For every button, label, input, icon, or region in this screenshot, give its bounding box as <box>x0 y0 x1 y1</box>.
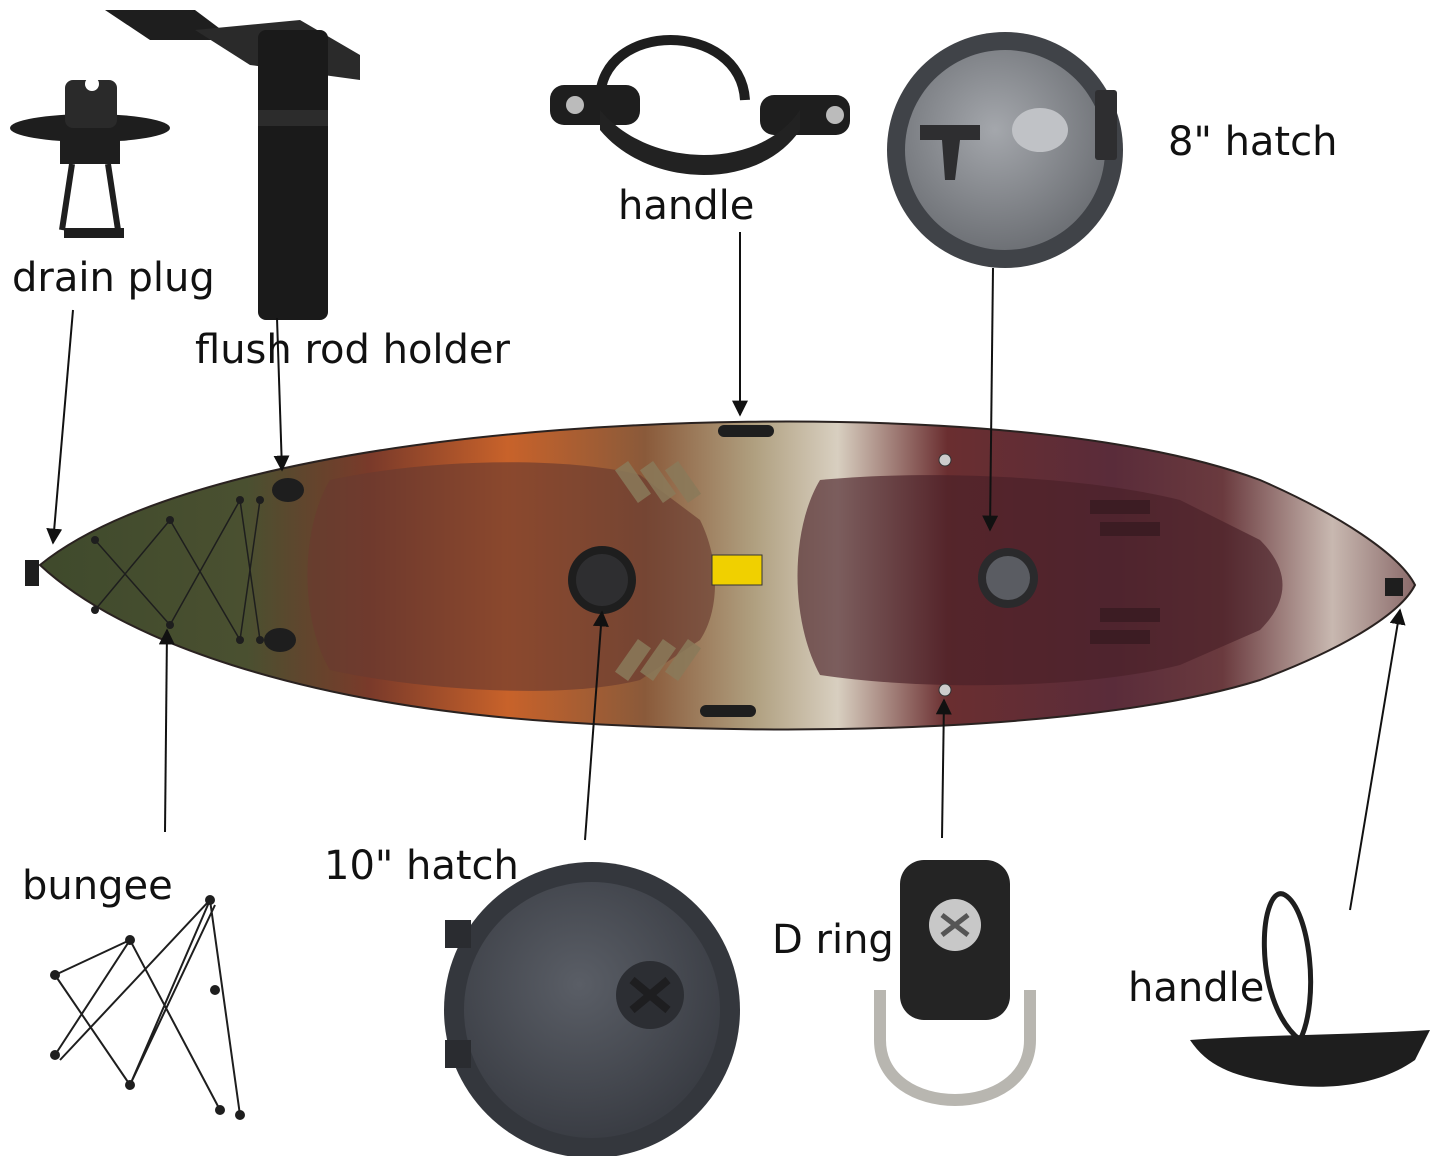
label-handle-bottom: handle <box>1128 965 1265 1011</box>
label-bungee: bungee <box>22 863 173 909</box>
arrow-handle-bottom <box>1349 608 1406 911</box>
front-cockpit-well <box>307 462 715 691</box>
hull-handle-bottom <box>700 705 756 717</box>
bow-bungee-lacing <box>94 497 261 643</box>
arrow-bungee <box>158 628 175 833</box>
label-hatch-10: 10" hatch <box>324 843 519 889</box>
arrow-drain-plug <box>46 309 74 545</box>
label-hatch-8: 8" hatch <box>1168 119 1338 165</box>
arrow-flush-rod-holder <box>273 317 290 472</box>
hull-stern-handle <box>1385 578 1403 596</box>
label-flush-rod-holder: flush rod holder <box>195 327 510 373</box>
footrest-ridges-front <box>614 461 702 681</box>
rod-holder-hull-top <box>272 478 304 502</box>
arrow-hatch-10 <box>584 610 609 841</box>
rear-cockpit-well <box>797 475 1283 686</box>
bungee-part <box>50 895 245 1120</box>
label-drain-plug: drain plug <box>12 255 215 301</box>
top-handle-part <box>550 35 850 175</box>
label-handle-top: handle <box>618 183 755 229</box>
arrow-d-ring <box>935 698 952 839</box>
bow-bungee-anchors <box>91 496 264 644</box>
hatch-10-part <box>444 862 740 1156</box>
hull-drain-plug <box>25 560 39 586</box>
drain-plug-part <box>10 77 170 238</box>
flush-rod-holder-part <box>105 10 360 320</box>
footrest-ridges-rear <box>1090 500 1160 644</box>
arrows <box>46 232 1406 911</box>
hatch-8-part <box>887 32 1123 268</box>
label-d-ring: D ring <box>772 917 894 963</box>
bottom-handle-part <box>1190 891 1430 1087</box>
rod-holder-hull-bottom <box>264 628 296 652</box>
arrow-hatch-8 <box>982 267 999 532</box>
hull-hatch-8 <box>978 548 1038 608</box>
kayak-hull <box>25 420 1417 731</box>
hull-handle-top <box>718 425 774 437</box>
d-ring-part <box>874 860 1036 1106</box>
hull-d-ring <box>938 683 952 697</box>
hull-hatch-10 <box>568 546 636 614</box>
warning-sticker <box>711 554 763 586</box>
hull-d-ring-top <box>938 453 952 467</box>
